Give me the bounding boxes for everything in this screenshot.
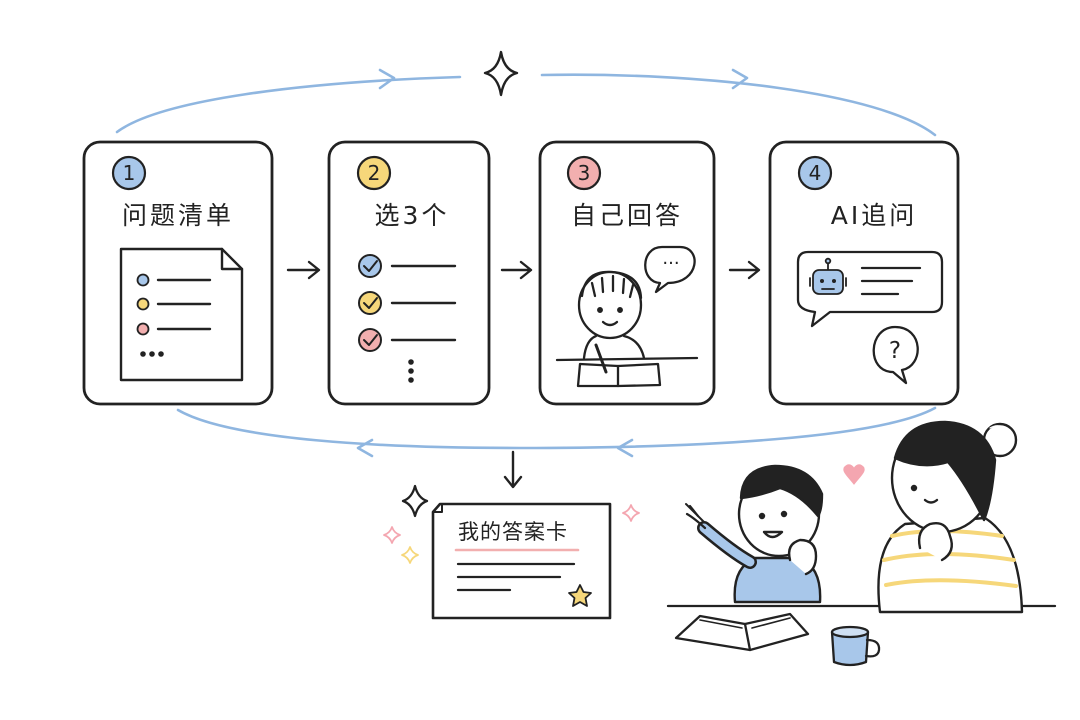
step-number-1: 1 [123,161,136,185]
sparkle-icon-yellow [401,546,419,564]
question-mark: ? [889,338,901,364]
step-title-1: 问题清单 [122,201,234,230]
heart-icon [843,464,865,485]
sparkle-icon [483,50,519,97]
document-icon [119,247,244,382]
arrow-3-to-4 [728,260,761,280]
thought-bubble-text: ··· [662,253,679,274]
step-card-1: 1 问题清单 [82,140,274,406]
thought-bubble: ··· [644,245,696,294]
arrow-1-to-2 [286,260,321,280]
bottom-loop-arrow [176,406,937,458]
step-badge-4 [797,155,833,191]
answer-card-title: 我的答案卡 [458,520,568,544]
question-bubble: ? [872,325,919,385]
step-badge-1 [111,155,147,191]
down-arrow [503,450,523,489]
step-badge-2 [356,155,392,191]
step-number-4: 4 [809,161,822,185]
sparkle-icon-pink-right [622,504,640,522]
star-icon [568,584,592,607]
boy-and-parent-illustration [666,420,1057,667]
step-card-4: 4 AI追问 ? [768,140,960,406]
mug-icon [830,625,881,667]
step-card-2: 2 选3个 [327,140,491,406]
step-badge-3 [566,155,602,191]
answer-card: 我的答案卡 [431,502,612,620]
step-number-3: 3 [578,161,591,185]
sparkle-icon-large [401,484,429,518]
robot-icon [809,257,847,295]
child-writing-illustration [555,270,699,388]
step-number-2: 2 [368,161,381,185]
ai-chat-bubble [796,250,944,328]
parent-figure [877,420,1024,614]
step-title-2: 选3个 [375,201,450,230]
sparkle-icon-pink-left [383,526,401,544]
arrow-2-to-3 [500,260,533,280]
open-book-icon [674,612,810,652]
step-card-3: 3 自己回答 ··· [538,140,716,406]
step-title-3: 自己回答 [571,201,683,230]
top-loop-arrow [115,68,937,137]
checklist-icon [358,254,457,383]
step-title-4: AI追问 [831,201,917,230]
boy-figure [685,464,824,604]
